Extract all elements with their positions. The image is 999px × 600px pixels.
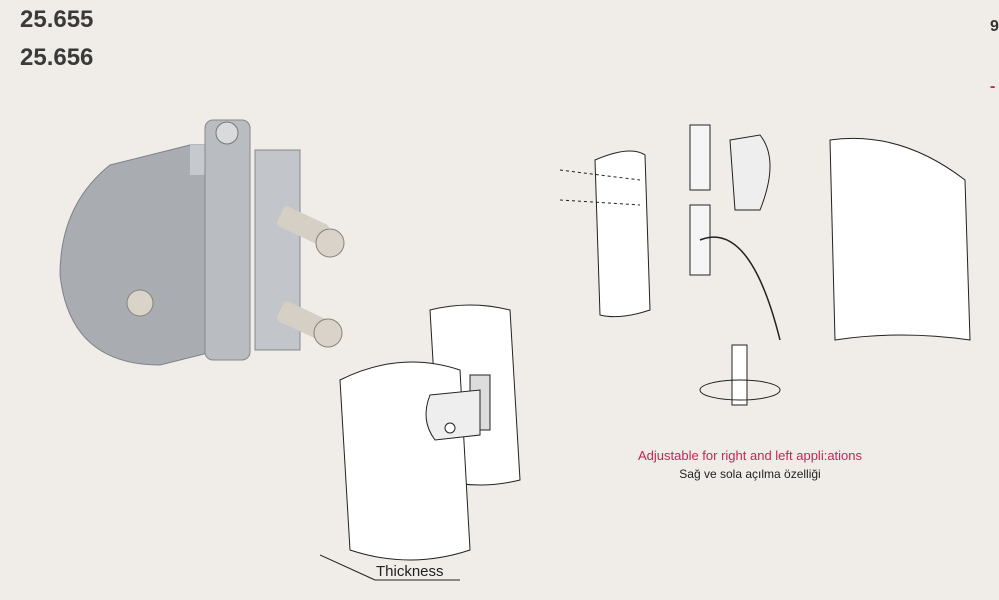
cropped-edge-text: 9	[990, 18, 999, 35]
thickness-label: Thickness	[376, 563, 444, 580]
cropped-edge-accent: -	[990, 78, 996, 95]
caption-turkish: Sağ ve sola açılma özelliği	[679, 467, 821, 481]
product-code-2: 25.656	[20, 44, 94, 71]
exploded-hinge-drawing	[559, 124, 971, 406]
assembled-door-drawing	[320, 304, 521, 581]
hinge-product-photo	[59, 119, 345, 366]
product-code-1: 25.655	[20, 6, 94, 33]
caption-english: Adjustable for right and left appli:atio…	[637, 448, 863, 463]
